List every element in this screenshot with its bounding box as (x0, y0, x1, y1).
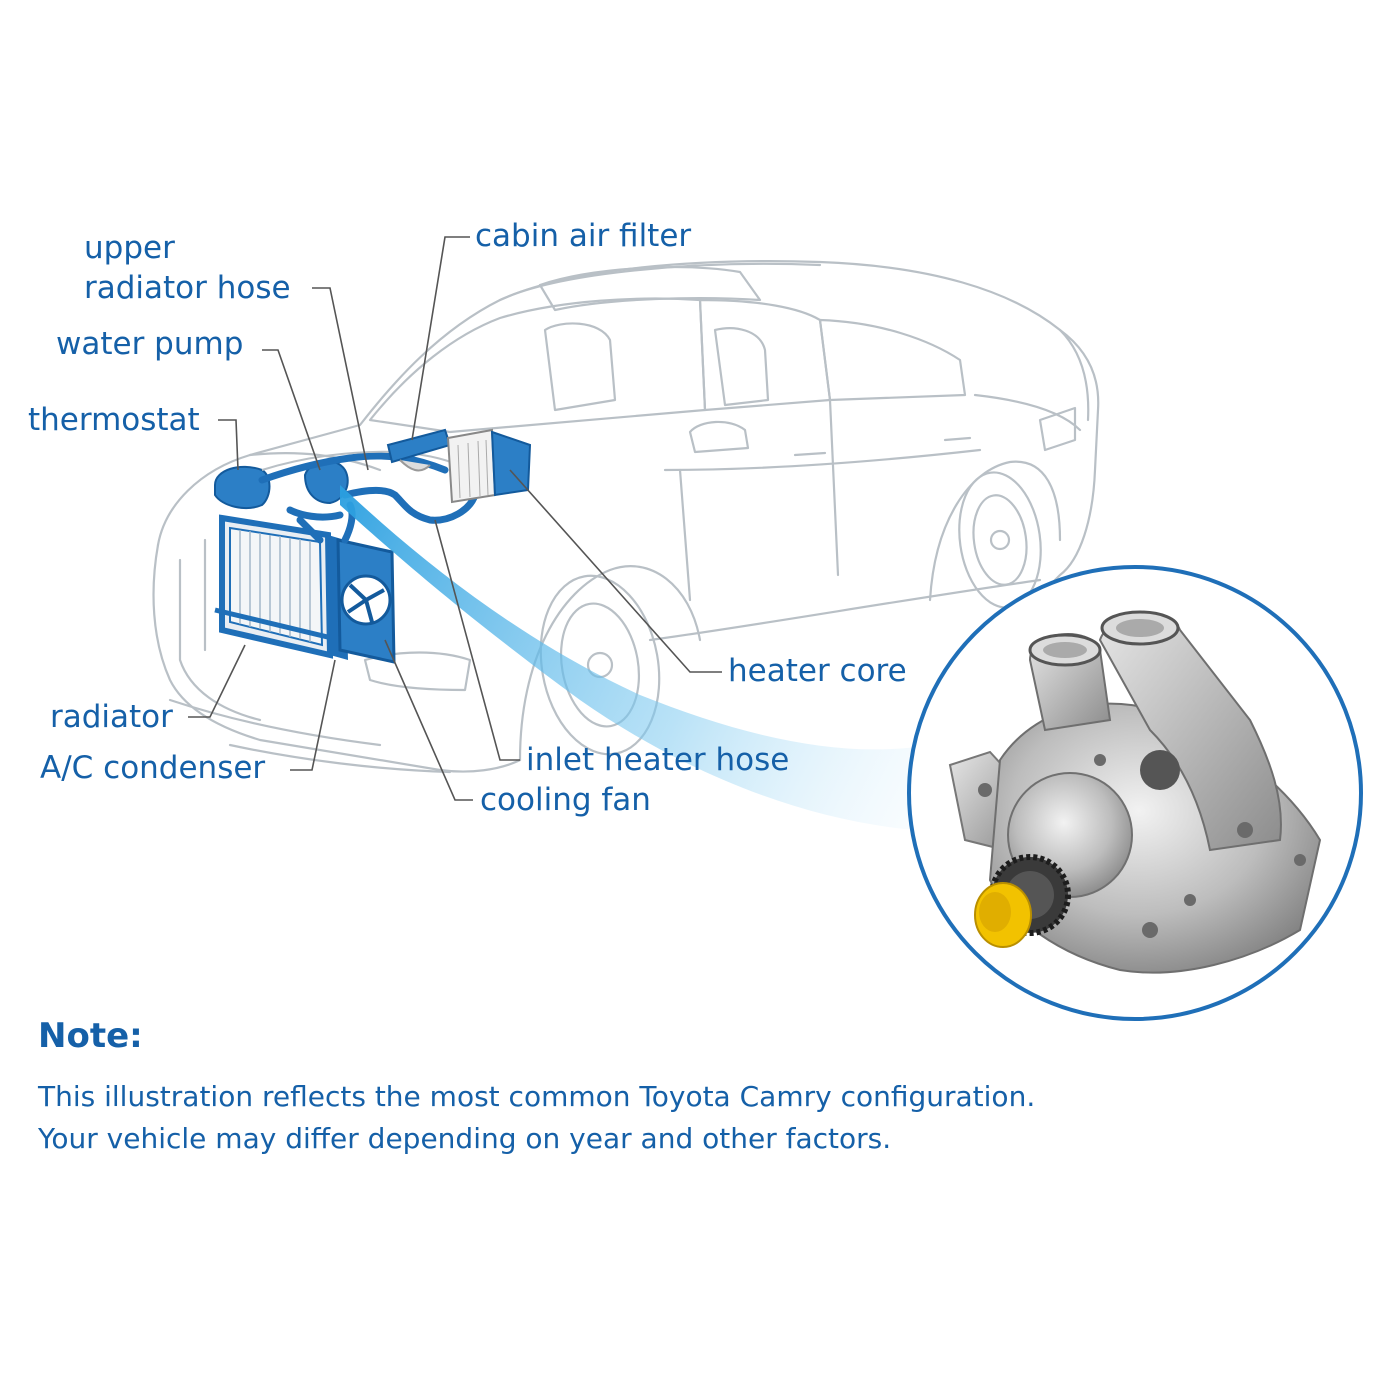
thermostat-part (215, 467, 270, 508)
label-cabin-air-filter: cabin air filter (475, 217, 691, 255)
label-water-pump: water pump (56, 325, 243, 363)
pump-photo-circle (909, 567, 1361, 1019)
label-upper-radiator-hose-line2: radiator hose (84, 269, 291, 307)
note-title: Note: (38, 1016, 143, 1056)
label-upper-radiator-hose-line1: upper (84, 229, 175, 267)
note-line-2: Your vehicle may differ depending on yea… (38, 1122, 891, 1155)
cabin-filter-part (388, 430, 450, 462)
label-radiator: radiator (50, 698, 173, 736)
heater-core-part (448, 430, 530, 502)
note-line-1: This illustration reflects the most comm… (38, 1080, 1035, 1113)
label-ac-condenser: A/C condenser (40, 749, 265, 787)
label-heater-core: heater core (728, 652, 907, 690)
cooling-fan-part (338, 540, 394, 662)
engine-components (215, 430, 530, 662)
label-inlet-heater-hose: inlet heater hose (526, 741, 789, 779)
label-cooling-fan: cooling fan (480, 781, 651, 819)
label-thermostat: thermostat (28, 401, 200, 439)
